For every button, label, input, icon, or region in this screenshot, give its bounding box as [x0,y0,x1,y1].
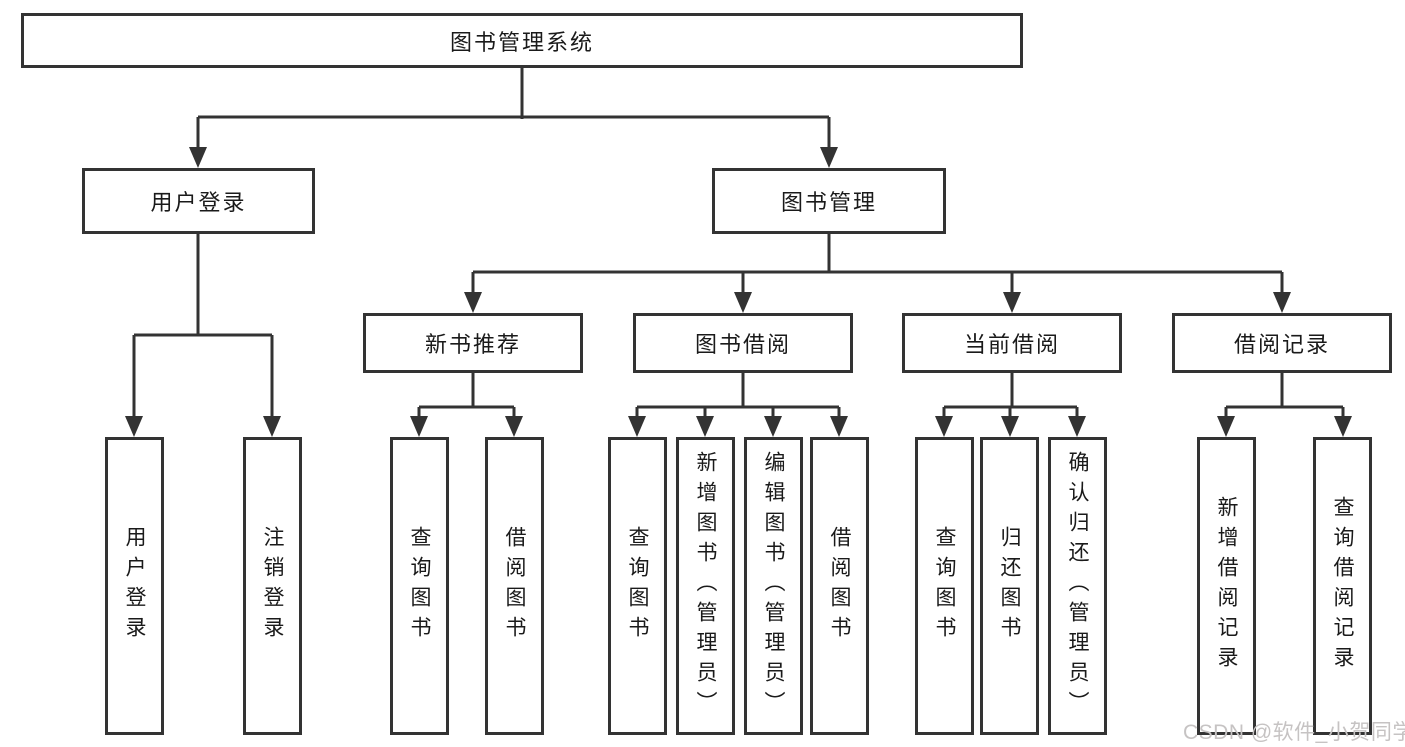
node-book-borrow: 图书借阅 [633,313,853,373]
connector-root-to-level2 [196,68,831,150]
node-label: 借阅图书 [828,526,851,646]
connector-book-mgmt-split [471,234,1284,295]
node-user-login-action: 用户登录 [105,437,164,735]
node-query-borrow-record: 查询借阅记录 [1313,437,1372,735]
node-label: 图书借阅 [694,332,791,357]
connector-borrow-records-split [1224,373,1345,419]
node-label: 查询图书 [408,526,431,646]
node-borrow-books-recommend: 借阅图书 [485,437,544,735]
node-label: 借阅记录 [1233,332,1330,357]
connector-current-borrow-split [942,373,1079,419]
connector-user-login-split [132,234,274,419]
node-label: 编辑图书（管理员） [762,451,785,721]
node-add-books-admin: 新增图书（管理员） [676,437,735,735]
node-label: 新增借阅记录 [1215,496,1238,676]
node-return-books: 归还图书 [980,437,1039,735]
node-label: 查询借阅记录 [1331,496,1354,676]
node-label: 用户登录 [123,526,146,646]
watermark: CSDN @软件_小贺同学 [1183,721,1405,744]
node-label: 图书管理系统 [449,29,594,55]
node-label: 当前借阅 [963,332,1060,357]
node-label: 借阅图书 [503,526,526,646]
node-logout: 注销登录 [243,437,302,735]
node-label: 查询图书 [933,526,956,646]
node-edit-books-admin: 编辑图书（管理员） [744,437,803,735]
node-add-borrow-record: 新增借阅记录 [1197,437,1256,735]
node-label: 新书推荐 [424,332,521,357]
node-label: 用户登录 [150,190,247,215]
node-label: 归还图书 [998,526,1021,646]
node-confirm-return-admin: 确认归还（管理员） [1048,437,1107,735]
node-query-books-current: 查询图书 [915,437,974,735]
node-query-books-borrow: 查询图书 [608,437,667,735]
connector-book-borrow-split [635,373,841,419]
node-library-system: 图书管理系统 [21,13,1023,68]
node-borrow-books: 借阅图书 [810,437,869,735]
node-label: 注销登录 [261,526,284,646]
node-label: 图书管理 [780,190,877,215]
node-new-book-recommend: 新书推荐 [363,313,583,373]
node-borrow-records: 借阅记录 [1172,313,1392,373]
node-user-login: 用户登录 [82,168,315,234]
node-current-borrow: 当前借阅 [902,313,1122,373]
node-label: 确认归还（管理员） [1066,451,1089,721]
connector-new-books-split [417,373,516,419]
node-book-management: 图书管理 [712,168,946,234]
node-query-books-recommend: 查询图书 [390,437,449,735]
node-label: 查询图书 [626,526,649,646]
node-label: 新增图书（管理员） [694,451,717,721]
